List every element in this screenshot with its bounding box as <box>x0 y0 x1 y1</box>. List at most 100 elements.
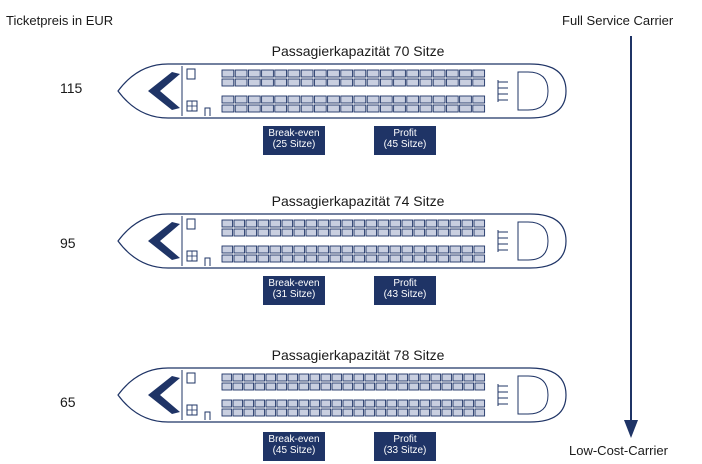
seat <box>379 78 393 87</box>
seat <box>342 373 354 382</box>
seat <box>386 399 398 408</box>
seat <box>327 69 340 78</box>
seat <box>463 373 475 382</box>
seat <box>463 408 475 417</box>
seat <box>298 373 310 382</box>
seat <box>329 219 342 228</box>
seat <box>281 254 294 263</box>
seat <box>327 104 340 113</box>
seat <box>274 95 288 104</box>
seat <box>247 78 261 87</box>
seat <box>221 228 234 237</box>
seat <box>449 228 462 237</box>
seat <box>430 373 442 382</box>
galley-box <box>186 218 196 230</box>
seat <box>401 219 414 228</box>
seat <box>437 219 450 228</box>
galley-box <box>186 372 196 384</box>
seat <box>472 78 486 87</box>
seat <box>386 373 398 382</box>
seat <box>317 245 330 254</box>
seat <box>320 408 332 417</box>
seat <box>401 228 414 237</box>
seat <box>281 219 294 228</box>
seat <box>265 373 277 382</box>
seat <box>419 408 431 417</box>
seat <box>472 95 486 104</box>
seat <box>257 254 270 263</box>
seat <box>472 104 486 113</box>
seat <box>281 228 294 237</box>
seat <box>366 104 380 113</box>
door-mark <box>204 411 211 420</box>
seat <box>365 219 378 228</box>
seat <box>221 245 234 254</box>
seat <box>234 69 248 78</box>
seat <box>257 245 270 254</box>
seat <box>247 95 261 104</box>
rear-bulkhead <box>517 221 549 261</box>
seat <box>327 78 340 87</box>
seat <box>377 254 390 263</box>
seat <box>245 254 258 263</box>
seat <box>473 254 486 263</box>
seat <box>432 78 446 87</box>
seat <box>432 95 446 104</box>
seat <box>397 382 409 391</box>
seat <box>459 69 472 78</box>
seat <box>305 245 318 254</box>
seat <box>474 382 486 391</box>
seat <box>233 245 246 254</box>
seat <box>449 254 462 263</box>
seat <box>261 104 274 113</box>
seat <box>265 382 277 391</box>
seat <box>232 408 244 417</box>
seat <box>473 245 486 254</box>
seat <box>432 104 446 113</box>
seat <box>375 399 387 408</box>
seat <box>221 254 234 263</box>
breakeven-badge-3: Break-even (45 Sitze) <box>263 432 325 461</box>
seat <box>353 399 365 408</box>
seat <box>441 408 453 417</box>
seat <box>329 245 342 254</box>
seat <box>375 408 387 417</box>
seat <box>313 78 327 87</box>
rear-bulkhead <box>517 71 549 111</box>
seat <box>313 69 327 78</box>
seat <box>406 104 420 113</box>
seat <box>276 408 288 417</box>
seat <box>331 408 343 417</box>
seat <box>287 104 301 113</box>
seat <box>375 373 387 382</box>
y-axis-label: Ticketpreis in EUR <box>6 13 114 28</box>
seat <box>406 95 420 104</box>
seat <box>234 104 248 113</box>
breakeven-seats-2: (31 Sitze) <box>272 289 316 300</box>
seat <box>254 408 266 417</box>
seat <box>441 399 453 408</box>
seat <box>353 69 367 78</box>
seat <box>342 399 354 408</box>
seat <box>341 219 354 228</box>
seat <box>445 69 459 78</box>
cockpit-shape <box>148 72 180 110</box>
seat <box>300 95 314 104</box>
seat <box>287 69 301 78</box>
seat <box>389 228 402 237</box>
seat <box>340 95 354 104</box>
profit-seats-1: (45 Sitze) <box>383 139 427 150</box>
breakeven-badge-2: Break-even (31 Sitze) <box>263 276 325 305</box>
seat <box>269 245 282 254</box>
breakeven-title-2: Break-even <box>268 278 320 289</box>
seat <box>408 382 420 391</box>
seat <box>232 382 244 391</box>
door-mark <box>204 107 211 116</box>
seat <box>379 69 393 78</box>
seat <box>341 245 354 254</box>
seat <box>437 245 450 254</box>
seat <box>413 254 426 263</box>
seat <box>353 254 366 263</box>
